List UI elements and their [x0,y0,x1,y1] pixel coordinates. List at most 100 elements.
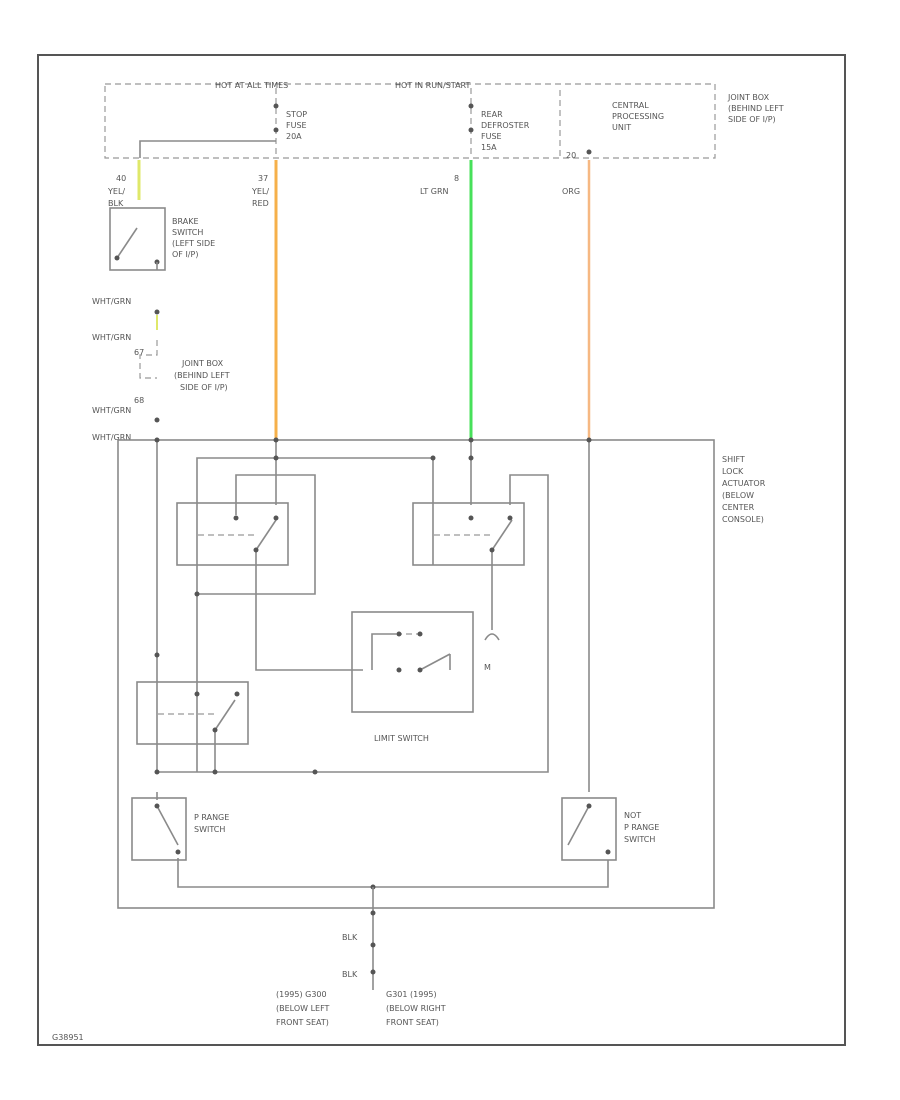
brake-out-dot-1 [154,309,160,315]
relay-1-dot-a [233,515,239,521]
motor-label: M [484,663,491,672]
relay-3-dot-a [194,691,200,697]
brake-out-label-2: WHT/GRN [92,333,131,342]
junction-box: HOT AT ALL TIMES HOT IN RUN/START JOINT … [104,81,786,160]
brake-out-label-3: WHT/GRN [92,406,131,415]
p-range-switch-contact [156,805,179,846]
junction-dot-1 [154,652,160,658]
relay-3-contact [214,699,236,731]
limit-switch-wire-a [371,633,396,670]
diagram-frame [37,54,846,1046]
connector-dot-cpu [586,437,592,443]
internal-wire-relay1-feed [197,474,316,595]
cpu-pin-dot [586,149,592,155]
not-p-range-switch-label: NOT P RANGE SWITCH [624,811,662,844]
relay-1-contact [255,519,277,551]
footer-code: G38951 [52,1033,84,1042]
p-range-dot-top [154,803,160,809]
brake-feed-wire [139,140,276,158]
junction-box-outline [104,83,716,159]
limit-switch-dot-3 [396,667,402,673]
brake-switch-box [109,207,166,271]
joint-box-2-label: JOINT BOX (BEHIND LEFT SIDE OF I/P) [174,359,232,392]
not-p-range-switch-contact [567,805,590,846]
cpu-label: CENTRAL PROCESSING UNIT [612,101,667,132]
defrost-wire-label: 8 LT GRN [420,174,462,196]
hot-in-run-label: HOT IN RUN/START [395,81,471,90]
relay-3-box [136,681,249,745]
joint-box-2-outline [139,340,158,379]
connector-dot-brake [154,437,160,443]
p-range-dot-bottom [175,849,181,855]
shift-lock-actuator: SHIFT LOCK ACTUATOR (BELOW CENTER CONSOL… [117,437,768,909]
limit-switch-label: LIMIT SWITCH [374,734,429,743]
defroster-fuse-label: REAR DEFROSTER FUSE 15A [481,110,532,152]
junction-dot-4 [312,769,318,775]
limit-switch-dot-4 [417,667,423,673]
shift-lock-label: SHIFT LOCK ACTUATOR (BELOW CENTER CONSOL… [722,455,768,524]
junction-dot-5 [194,591,200,597]
brake-switch-label: BRAKE SWITCH (LEFT SIDE OF I/P) [172,217,218,259]
relay-1-dot-c [253,547,259,553]
relay-3-dot-b [234,691,240,697]
brake-top-wire-label: 40 YEL/ BLK [107,174,129,208]
p-range-switch-box [131,797,187,861]
stop-fuse-label: STOP FUSE 20A [286,110,310,141]
defroster-fuse-dot-bottom [468,127,474,133]
relay-1-dot-b [273,515,279,521]
ground-wire-label-2: BLK [342,970,358,979]
ground-wiring: BLK BLK (1995) G300 (BELOW LEFT FRONT SE… [276,887,448,1027]
brake-switch: BRAKE SWITCH (LEFT SIDE OF I/P) [109,207,218,271]
not-p-range-switch-box [561,797,617,861]
shift-lock-box [117,439,715,909]
stop-wire-label: 37 YEL/ RED [251,174,272,208]
ground-dot-3 [370,969,376,975]
not-p-range-dot-bottom [605,849,611,855]
junction-box-label: JOINT BOX (BEHIND LEFT SIDE OF I/P) [727,93,786,124]
brake-out-label-4: WHT/GRN [92,433,131,442]
limit-switch-dot-2 [417,631,423,637]
junction-dot-7 [273,455,279,461]
not-p-range-dot-top [586,803,592,809]
junction-dot-8 [468,455,474,461]
connector-dot-stop [273,437,279,443]
p-range-switch-label: P RANGE SWITCH [194,813,232,834]
relay-3-dot-c [212,727,218,733]
relay-2-dot-a [468,515,474,521]
ground-wire-label-1: BLK [342,933,358,942]
brake-out-label-1: WHT/GRN [92,297,131,306]
motor-symbol [484,633,500,641]
stop-fuse-dot-top [273,103,279,109]
stop-fuse-dot-bottom [273,127,279,133]
brake-out-dot-2 [154,417,160,423]
junction-dot-6 [430,455,436,461]
relay-2-dot-b [507,515,513,521]
internal-wire-to-limit [255,550,363,671]
joint-pin-b: 68 [134,396,144,405]
relay-2-box [412,502,525,566]
brake-switch-contact [116,227,138,259]
relay-1-box [176,502,289,566]
junction-dot-3 [212,769,218,775]
joint-pin-a: 67 [134,348,144,357]
brake-switch-dot-left [114,255,120,261]
limit-switch-box [351,611,474,713]
hot-at-all-times-label: HOT AT ALL TIMES [215,81,288,90]
limit-switch-contact [419,653,451,671]
ground-dot-1 [370,910,376,916]
limit-switch-dot-1 [396,631,402,637]
defroster-fuse-dot-top [468,103,474,109]
ground-dot-2 [370,942,376,948]
cpu-wire-label: ORG [562,187,580,196]
connector-dot-defrost [468,437,474,443]
ground-left-label: (1995) G300 (BELOW LEFT FRONT SEAT) [276,990,332,1027]
relay-2-contact [491,519,513,551]
internal-wire-upper-loop [196,457,434,772]
internal-ground-bus [177,858,609,888]
junction-dot-2 [154,769,160,775]
ground-right-label: G301 (1995) (BELOW RIGHT FRONT SEAT) [386,990,448,1027]
cpu-pin: 20 [566,151,576,160]
relay-2-dot-c [489,547,495,553]
internal-wire-left-loop [156,440,549,773]
